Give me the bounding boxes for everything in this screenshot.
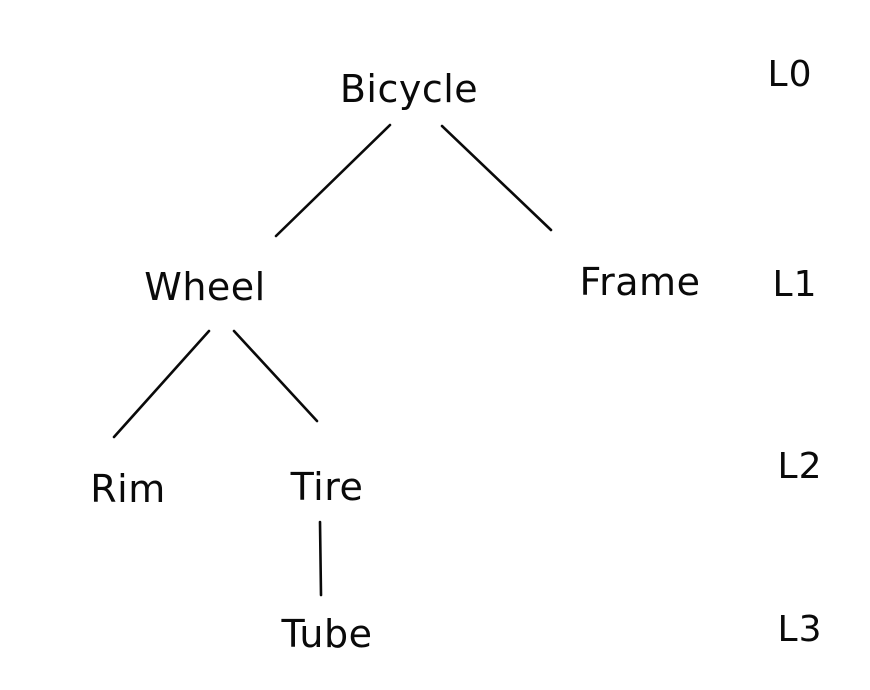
edge-wheel-to-rim xyxy=(112,329,211,439)
level-label-l2: L2 xyxy=(777,446,823,487)
edge-tire-to-tube xyxy=(318,520,323,597)
edge-wheel-to-tire xyxy=(232,329,319,423)
level-label-l3: L3 xyxy=(777,609,823,650)
level-label-l1: L1 xyxy=(772,264,818,305)
node-frame[interactable]: Frame xyxy=(579,260,701,304)
node-rim[interactable]: Rim xyxy=(90,467,166,511)
node-tire[interactable]: Tire xyxy=(290,465,364,509)
node-wheel[interactable]: Wheel xyxy=(144,265,266,309)
node-bicycle[interactable]: Bicycle xyxy=(339,67,479,111)
edge-bicycle-to-wheel xyxy=(274,123,392,238)
node-tube[interactable]: Tube xyxy=(281,612,373,656)
level-label-l0: L0 xyxy=(767,54,813,95)
edge-bicycle-to-frame xyxy=(440,124,553,232)
